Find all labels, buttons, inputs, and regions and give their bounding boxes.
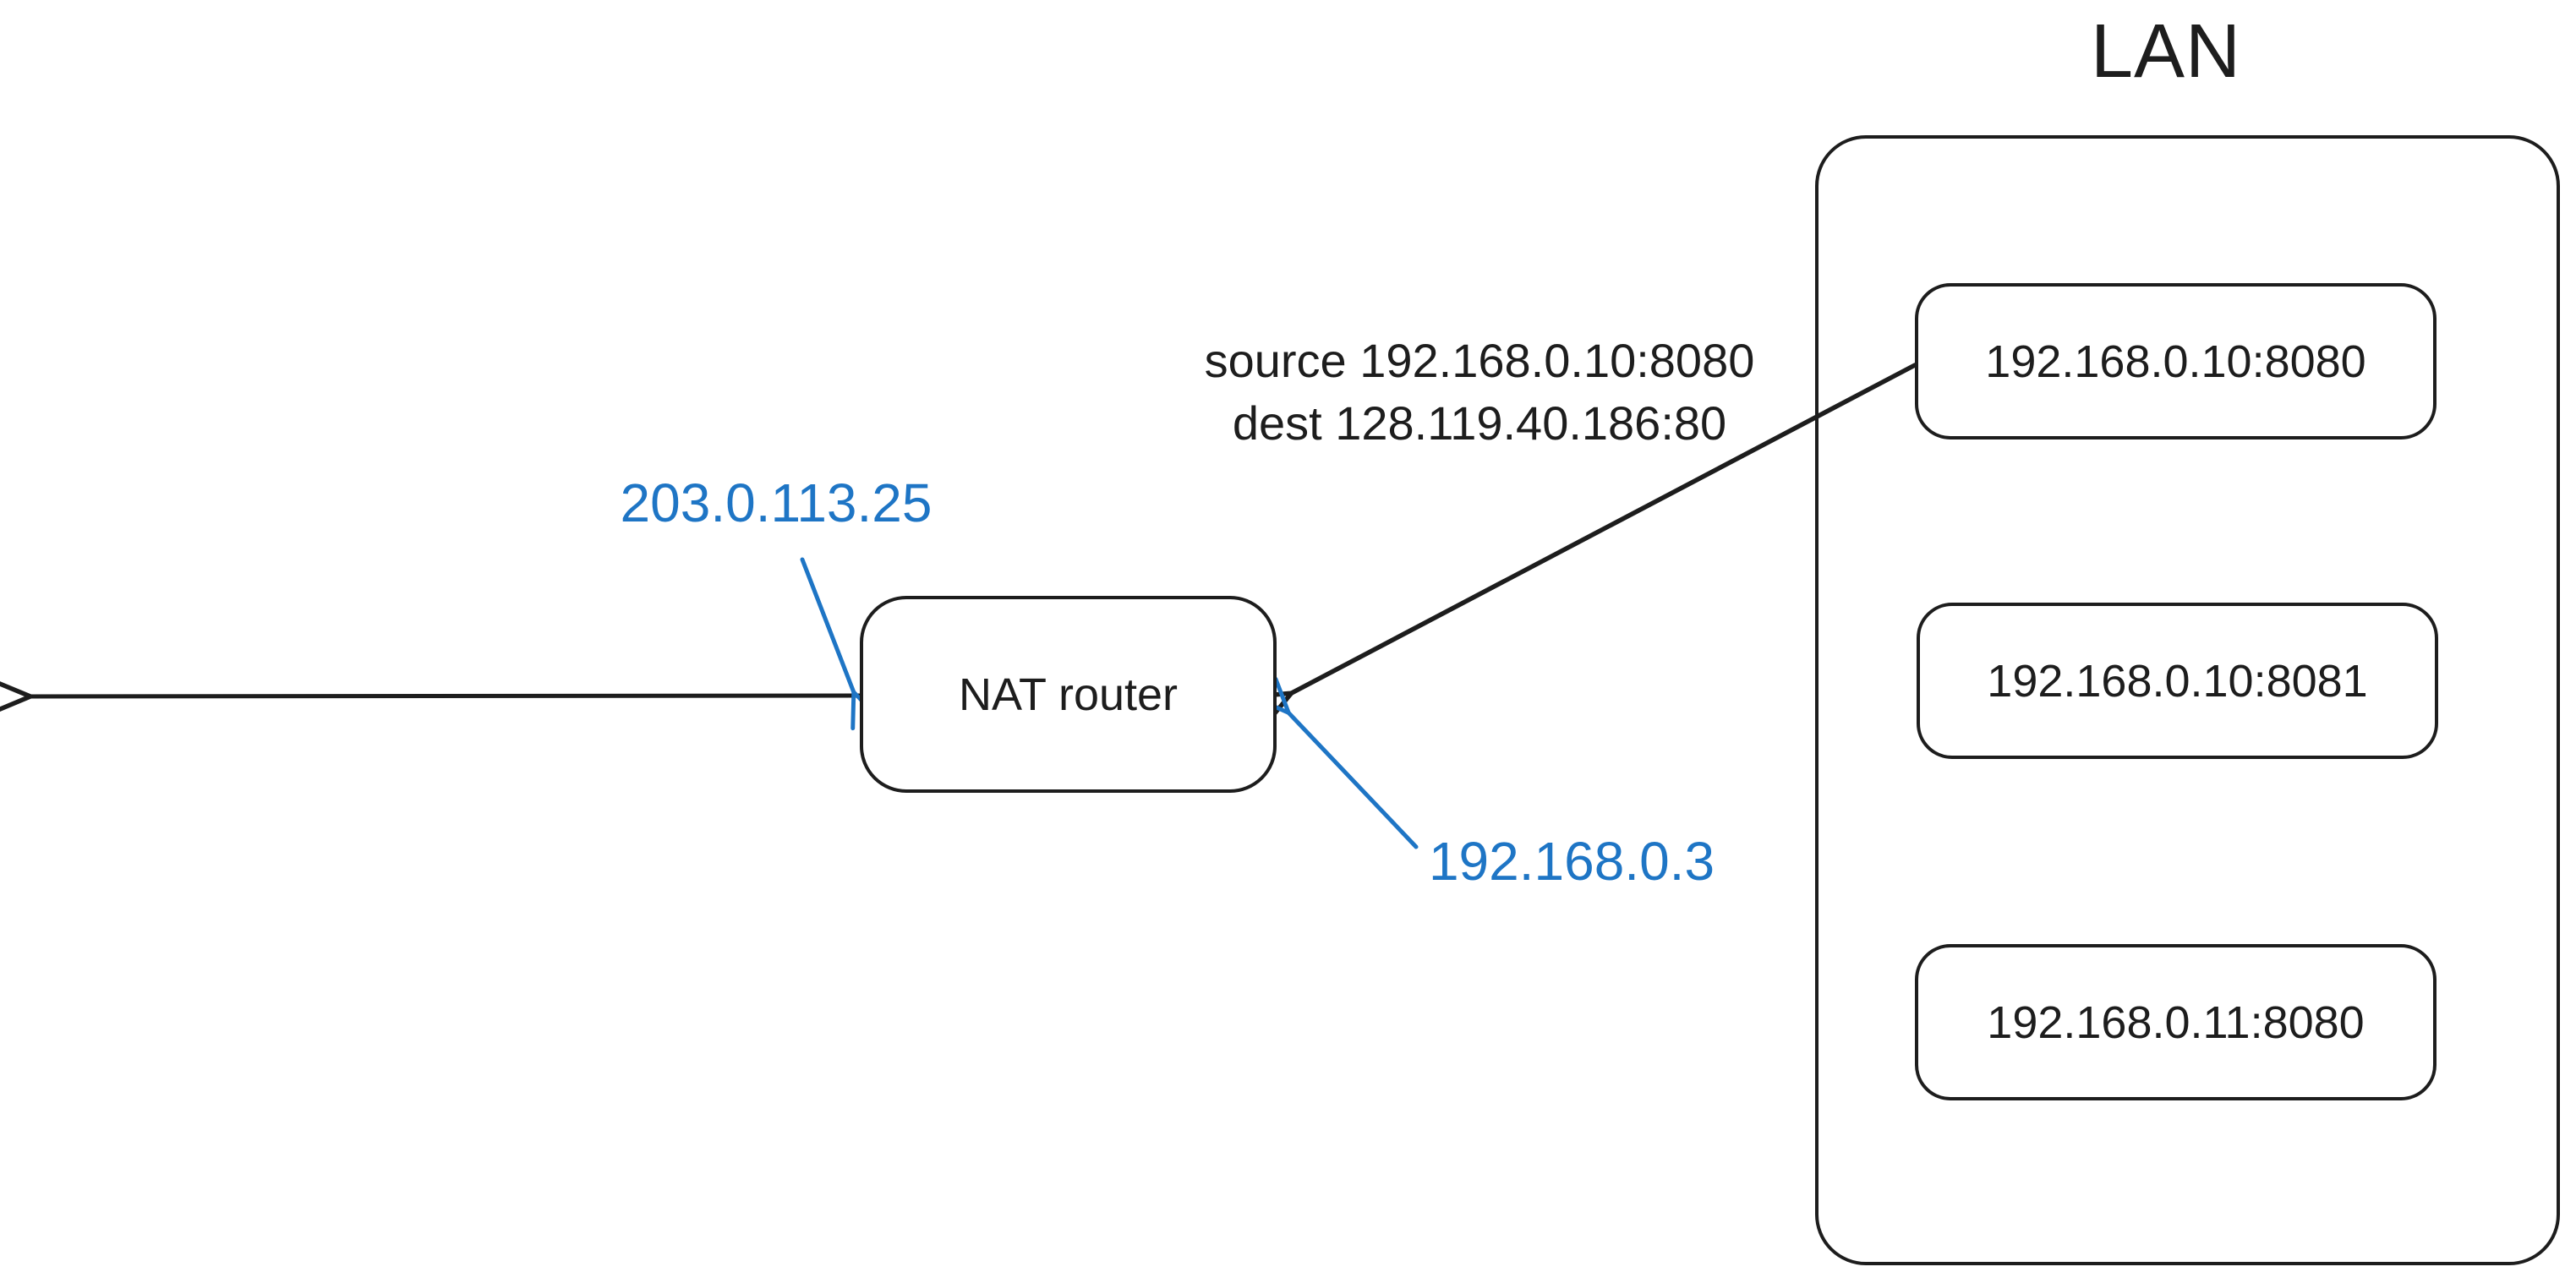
lan-host-address: 192.168.0.10:8080 [1985,336,2366,387]
lan-host-box-1: 192.168.0.10:8080 [1915,283,2437,439]
lan-to-nat-arrow [1245,363,1917,729]
nat-router-label: NAT router [958,669,1179,720]
lan-host-address: 192.168.0.11:8080 [1987,996,2365,1048]
public-ip-pointer-arrow [800,557,881,731]
packet-source-line: source 192.168.0.10:8080 [1204,334,1755,387]
lan-host-box-3: 192.168.0.11:8080 [1915,944,2437,1100]
lan-container [1815,135,2560,1265]
lan-title: LAN [2090,9,2242,94]
packet-dest-line: dest 128.119.40.186:80 [1232,396,1727,450]
lan-host-address: 192.168.0.10:8081 [1987,655,2368,707]
nat-public-ip-label: 203.0.113.25 [620,472,933,533]
nat-router-box: NAT router [860,596,1277,793]
packet-header-label: source 192.168.0.10:8080 dest 128.119.40… [1184,330,1775,455]
private-ip-pointer-arrow [1253,677,1419,849]
nat-private-ip-label: 192.168.0.3 [1428,831,1715,892]
lan-host-box-2: 192.168.0.10:8081 [1917,603,2438,759]
